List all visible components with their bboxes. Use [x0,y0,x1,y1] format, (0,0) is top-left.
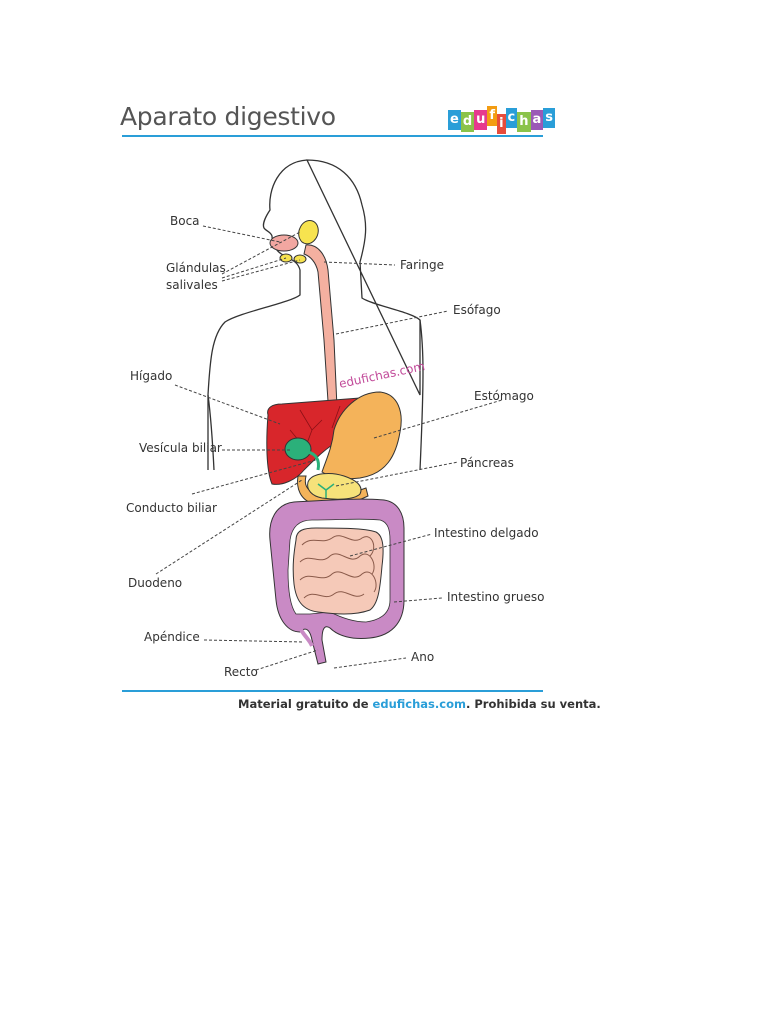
label-estomago: Estómago [474,389,534,403]
leader-duodeno [155,479,303,575]
pancreas-shape [307,473,362,500]
label-apendice: Apéndice [144,630,200,644]
leader-glandulas-3 [221,259,301,282]
logo-letter: u [474,110,488,130]
leader-higado [174,384,281,425]
label-boca: Boca [170,214,200,228]
gallbladder-shape [284,437,312,461]
leader-ano [333,657,407,669]
label-pancreas: Páncreas [460,456,514,470]
logo-letter: h [517,112,531,132]
logo-letter: i [497,114,506,134]
salivary-gland-upper [298,220,319,245]
small-intestine-shape [292,527,384,615]
leader-boca [202,225,281,243]
label-ano: Ano [411,650,434,664]
logo-letter: d [460,112,475,132]
bile-duct-shape [307,450,320,471]
label-esofago: Esófago [453,303,501,317]
mouth-shape [269,234,299,252]
salivary-gland-lower-2 [293,254,307,264]
diagram-watermark: edufichas.com [338,359,426,391]
body-torso-left [207,394,215,471]
leader-pancreas [335,461,459,487]
label-recto: Recto [224,665,258,679]
footer-prefix: Material gratuito de [238,697,373,711]
page-title: Aparato digestivo [120,102,336,131]
leader-grueso [393,597,443,603]
small-intestine-coils [299,535,377,599]
leader-delgado [349,533,433,557]
logo-letter: c [505,108,518,128]
label-glandulas-line1: Glándulas [166,261,226,275]
logo-letter: f [487,106,498,126]
leader-estomago [373,399,503,439]
body-outline [207,159,421,470]
bottom-divider [122,690,543,692]
leader-esofago [335,310,449,335]
leader-glandulas-2 [221,257,287,279]
footer-suffix: . Prohibida su venta. [465,697,601,711]
leader-lines [155,225,503,671]
label-duodeno: Duodeno [128,576,182,590]
leader-apendice [203,639,305,643]
logo-letter: s [543,108,556,128]
pancreatic-duct [317,483,335,498]
top-divider [122,135,543,137]
label-intestino-delgado: Intestino delgado [434,526,539,540]
footer-brand-link[interactable]: edufichas.com [372,697,466,711]
body-torso-right [419,319,424,471]
stomach-shape [321,391,402,480]
label-vesicula: Vesícula biliar [139,441,222,455]
logo-letter: a [530,110,544,130]
label-conducto: Conducto biliar [126,501,217,515]
leader-recto [255,649,319,671]
leader-glandulas-1 [221,231,301,275]
label-intestino-grueso: Intestino grueso [447,590,544,604]
leader-conducto [191,459,317,495]
appendix-shape [298,627,314,647]
leader-faringe [323,261,396,266]
liver-veins [289,405,341,447]
label-faringe: Faringe [400,258,444,272]
footer-notice: Material gratuito de edufichas.com. Proh… [238,697,601,711]
logo-letter: e [448,110,461,130]
label-glandulas-line2: salivales [166,278,218,292]
label-higado: Hígado [130,369,172,383]
